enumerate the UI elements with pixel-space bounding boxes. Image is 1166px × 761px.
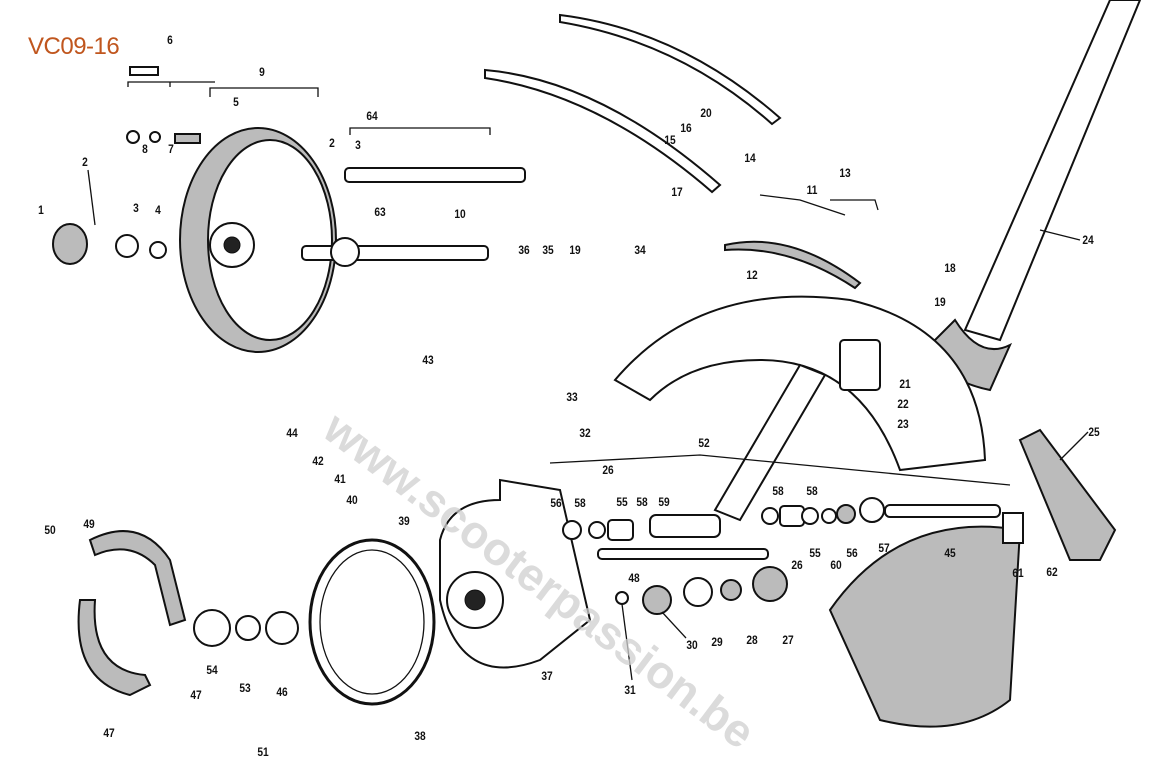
part-number-label: 22: [897, 397, 909, 411]
part-number-label: 37: [541, 669, 553, 683]
part-number-label: 13: [839, 166, 851, 180]
part-number-label: 6: [167, 33, 173, 47]
part-number-label: 1: [38, 203, 44, 217]
part-number-label: 4: [155, 203, 161, 217]
part-number-label: 17: [671, 185, 683, 199]
part-number-label: 48: [628, 571, 640, 585]
part-number-label: 58: [772, 484, 784, 498]
part-number-label: 55: [616, 495, 628, 509]
part-number-label: 12: [746, 268, 758, 282]
part-number-label: 16: [680, 121, 692, 135]
part-number-label: 27: [782, 633, 794, 647]
part-number-label: 54: [206, 663, 218, 677]
part-number-label: 11: [806, 183, 818, 197]
part-number-label: 41: [334, 472, 346, 486]
part-number-label: 24: [1082, 233, 1094, 247]
part-number-label: 26: [791, 558, 803, 572]
part-number-label: 44: [286, 426, 298, 440]
part-number-label: 23: [897, 417, 909, 431]
part-number-label: 36: [518, 243, 530, 257]
part-number-label: 58: [806, 484, 818, 498]
part-number-label: 58: [636, 495, 648, 509]
part-number-label: 45: [944, 546, 956, 560]
part-number-label: 61: [1012, 566, 1024, 580]
part-number-label: 35: [542, 243, 554, 257]
part-number-label: 32: [579, 426, 591, 440]
part-number-label: 7: [168, 142, 174, 156]
part-number-label: 3: [355, 138, 361, 152]
part-number-label: 62: [1046, 565, 1058, 579]
part-number-label: 28: [746, 633, 758, 647]
part-number-label: 57: [878, 541, 890, 555]
part-number-label: 42: [312, 454, 324, 468]
part-number-label: 43: [422, 353, 434, 367]
part-number-label: 19: [934, 295, 946, 309]
part-number-label: 56: [550, 496, 562, 510]
part-number-label: 55: [809, 546, 821, 560]
part-number-label: 18: [944, 261, 956, 275]
part-number-label: 56: [846, 546, 858, 560]
part-number-label: 59: [658, 495, 670, 509]
part-number-label: 26: [602, 463, 614, 477]
part-number-label: 21: [899, 377, 911, 391]
part-number-label: 3: [133, 201, 139, 215]
part-number-label: 29: [711, 635, 723, 649]
brake-plate: [439, 478, 592, 669]
part-number-label: 39: [398, 514, 410, 528]
part-number-label: 31: [624, 683, 636, 697]
part-number-label: 9: [259, 65, 265, 79]
part-number-label: 5: [233, 95, 239, 109]
part-number-label: 14: [744, 151, 756, 165]
part-number-label: 47: [190, 688, 202, 702]
part-number-label: 64: [366, 109, 378, 123]
bracket-25: [1002, 428, 1117, 561]
part-number-label: 38: [414, 729, 426, 743]
part-number-label: 63: [374, 205, 386, 219]
leader-lines: [127, 81, 1089, 681]
part-number-label: 47: [103, 726, 115, 740]
small-hardware: [52, 66, 201, 265]
part-number-label: 25: [1088, 425, 1100, 439]
handle-bars: [484, 13, 862, 290]
brake-ring: [308, 538, 436, 706]
part-number-label: 49: [83, 517, 95, 531]
part-number-label: 60: [830, 558, 842, 572]
part-number-label: 50: [44, 523, 56, 537]
brake-shoes: [77, 530, 187, 697]
part-number-label: 10: [454, 207, 466, 221]
part-number-label: 40: [346, 493, 358, 507]
part-number-label: 8: [142, 142, 148, 156]
part-number-label: 51: [257, 745, 269, 759]
brake-drum-part: [179, 127, 337, 353]
part-number-label: 52: [698, 436, 710, 450]
diagram-code-title: VC09-16: [28, 33, 120, 60]
part-number-label: 46: [276, 685, 288, 699]
part-number-label: 2: [82, 155, 88, 169]
part-number-label: 33: [566, 390, 578, 404]
swing-arm: [649, 363, 827, 538]
part-number-label: 34: [634, 243, 646, 257]
bearings: [193, 497, 885, 647]
part-number-label: 30: [686, 638, 698, 652]
part-number-label: 53: [239, 681, 251, 695]
fork-tube: [928, 0, 1142, 392]
part-number-label: 15: [664, 133, 676, 147]
part-number-label: 19: [569, 243, 581, 257]
shafts: [301, 167, 1001, 560]
part-number-label: 20: [700, 106, 712, 120]
part-number-label: 2: [329, 136, 335, 150]
part-number-label: 58: [574, 496, 586, 510]
mudguard: [613, 295, 1022, 728]
